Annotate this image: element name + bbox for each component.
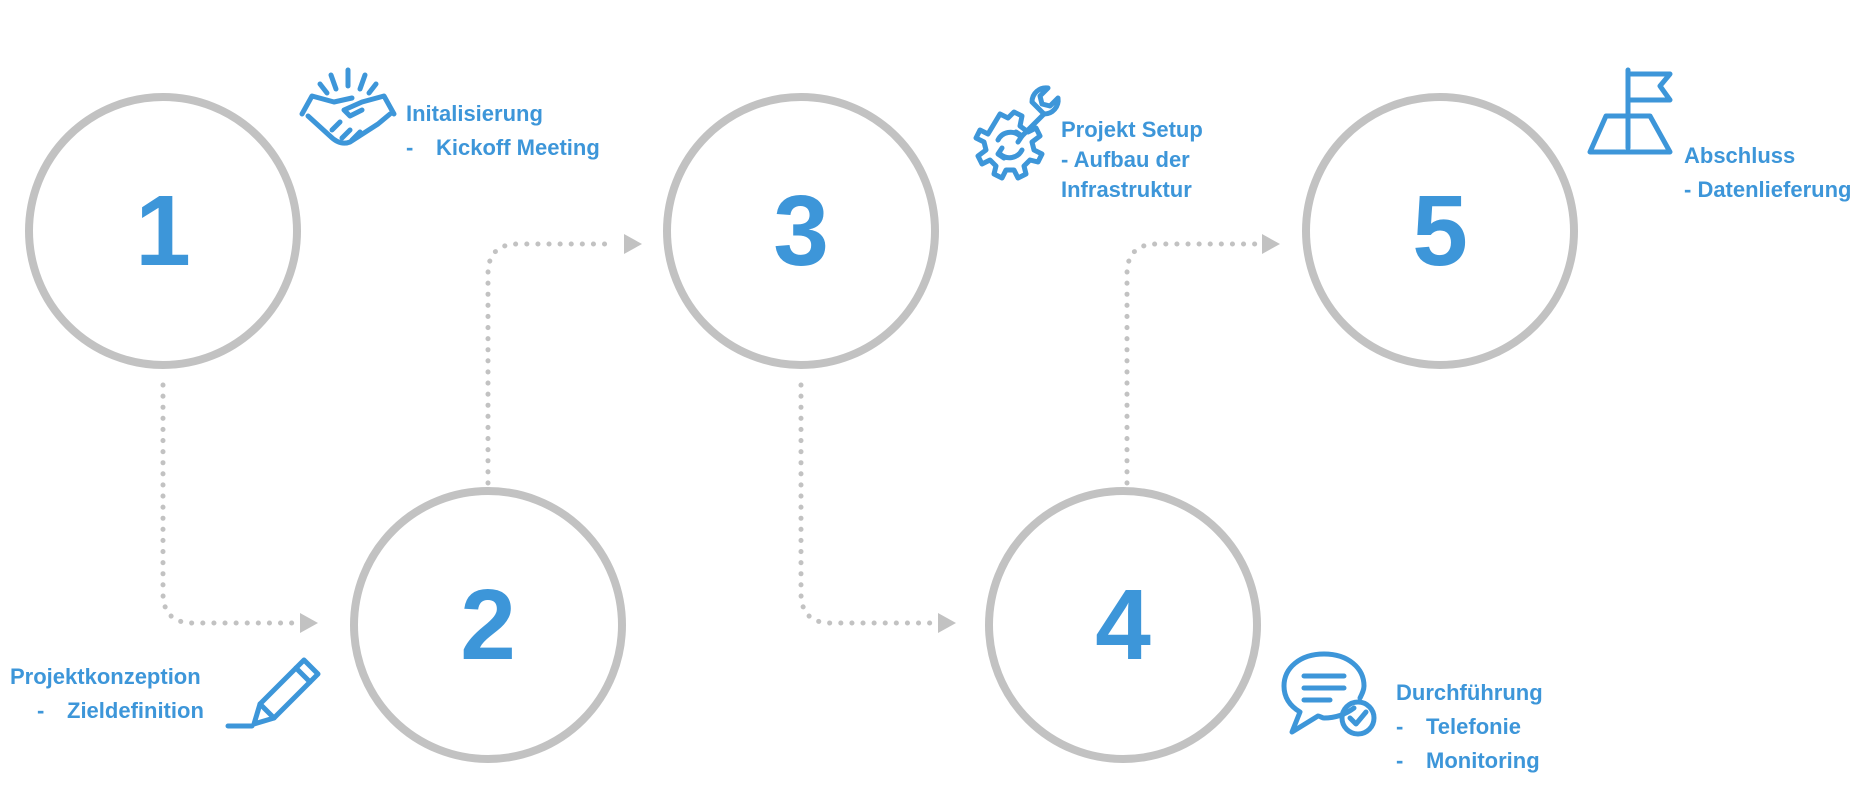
step-2-item: -Zieldefinition [37,698,204,723]
step-3-number: 3 [773,175,829,287]
step-4-circle: 4 [985,487,1261,763]
step-2-label: Projektkonzeption -Zieldefinition [10,660,204,728]
step-4-title: Durchführung [1396,680,1543,705]
step-1-label: Initalisierung -Kickoff Meeting [406,97,600,165]
step-2-title: Projektkonzeption [10,664,201,689]
step-1-title: Initalisierung [406,101,543,126]
step-1-circle: 1 [25,93,301,369]
handshake-icon [299,67,397,146]
step-4-item-1: -Telefonie [1396,714,1521,739]
step-3-label: Projekt Setup - Aufbau der Infrastruktur [1061,115,1203,205]
step-5-label: Abschluss - Datenlieferung [1684,139,1851,207]
step-2-circle: 2 [350,487,626,763]
arrowhead-1-2 [300,613,318,633]
connector-3-4 [798,382,945,626]
step-3-title: Projekt Setup [1061,117,1203,142]
arrowhead-2-3 [624,234,642,254]
step-3-circle: 3 [663,93,939,369]
step-5-circle: 5 [1302,93,1578,369]
step-4-label: Durchführung -Telefonie -Monitoring [1396,676,1543,778]
step-1-number: 1 [135,175,191,287]
connector-4-5 [1124,241,1262,486]
step-5-title: Abschluss [1684,143,1796,168]
step-4-item-2: -Monitoring [1396,748,1540,773]
step-5-number: 5 [1412,175,1468,287]
pencil-icon [225,657,321,729]
step-3-line-1: - Aufbau der [1061,147,1190,172]
step-2-number: 2 [460,569,516,681]
flag-icon [1587,67,1673,155]
step-5-line-1: - Datenlieferung [1684,177,1852,202]
gear-wrench-icon [973,85,1061,181]
chat-check-icon [1281,651,1377,737]
step-3-line-2: Infrastruktur [1061,177,1192,202]
step-4-number: 4 [1095,569,1151,681]
connector-2-3 [485,241,615,486]
arrowhead-4-5 [1262,234,1280,254]
step-1-item: -Kickoff Meeting [406,135,600,160]
connector-1-2 [160,382,308,626]
arrowhead-3-4 [938,613,956,633]
